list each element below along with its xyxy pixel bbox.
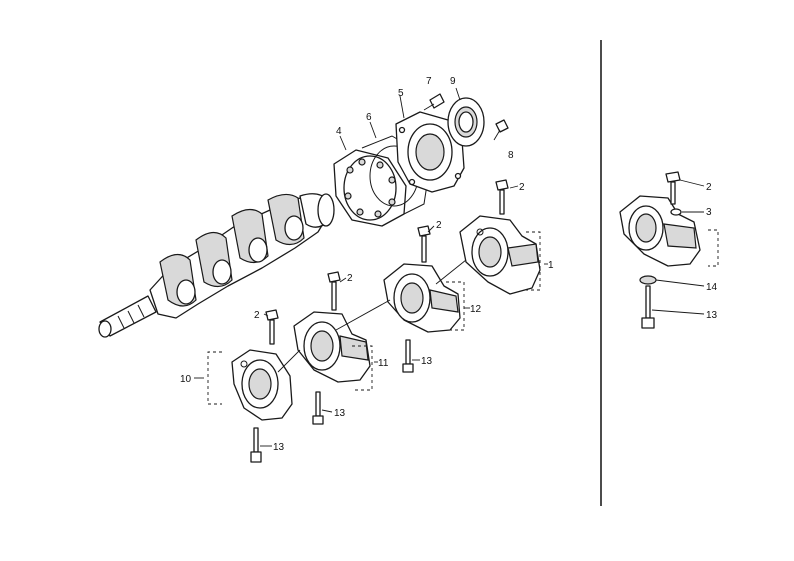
detail-bolt-13 [641, 285, 705, 329]
callout-14-detail: 14 [706, 282, 718, 293]
bearing-cap-11 [293, 311, 371, 383]
callout-7: 7 [426, 76, 432, 87]
callout-11: 11 [378, 358, 389, 369]
callout-2-lower: 2 [347, 273, 353, 284]
callout-13-detail: 13 [706, 310, 718, 321]
detail-bearing-cap [619, 195, 701, 267]
rear-flange-plate [333, 149, 407, 227]
callout-6: 6 [366, 112, 372, 123]
bolt-2-mid [417, 225, 431, 263]
bearing-cap-10 [231, 349, 293, 421]
bolt-2-upper [495, 179, 509, 215]
seal-retainer-housing [395, 111, 465, 193]
detail-washer-3 [670, 208, 704, 216]
bearing-cap-12 [383, 263, 461, 333]
callout-2-left: 2 [254, 310, 260, 321]
callout-13-mid: 13 [421, 356, 433, 367]
bolt-8 [493, 119, 509, 141]
callout-2-upper: 2 [519, 182, 525, 193]
callout-8: 8 [508, 150, 514, 161]
bolt-13-bottom [250, 427, 262, 463]
callout-13-lower: 13 [334, 408, 346, 419]
bolt-7 [423, 93, 445, 111]
bolt-2-lower [327, 271, 341, 311]
detail-washer-14 [639, 275, 705, 287]
callout-10: 10 [180, 374, 192, 385]
detail-bolt-2 [665, 171, 705, 205]
callout-13-bottom: 13 [273, 442, 285, 453]
callout-3-detail: 3 [706, 207, 712, 218]
bearing-cap-1 [459, 215, 541, 295]
bolt-13-mid [402, 339, 414, 373]
callout-5: 5 [398, 88, 404, 99]
callout-2-mid: 2 [436, 220, 442, 231]
crankshaft [98, 193, 335, 338]
callout-2-detail: 2 [706, 182, 712, 193]
callout-9: 9 [450, 76, 456, 87]
bolt-13-lower [312, 391, 324, 425]
callout-4: 4 [336, 126, 342, 137]
oil-seal [447, 97, 485, 147]
callout-1: 1 [548, 260, 554, 271]
callout-12: 12 [470, 304, 482, 315]
bolt-2-left [265, 309, 279, 345]
